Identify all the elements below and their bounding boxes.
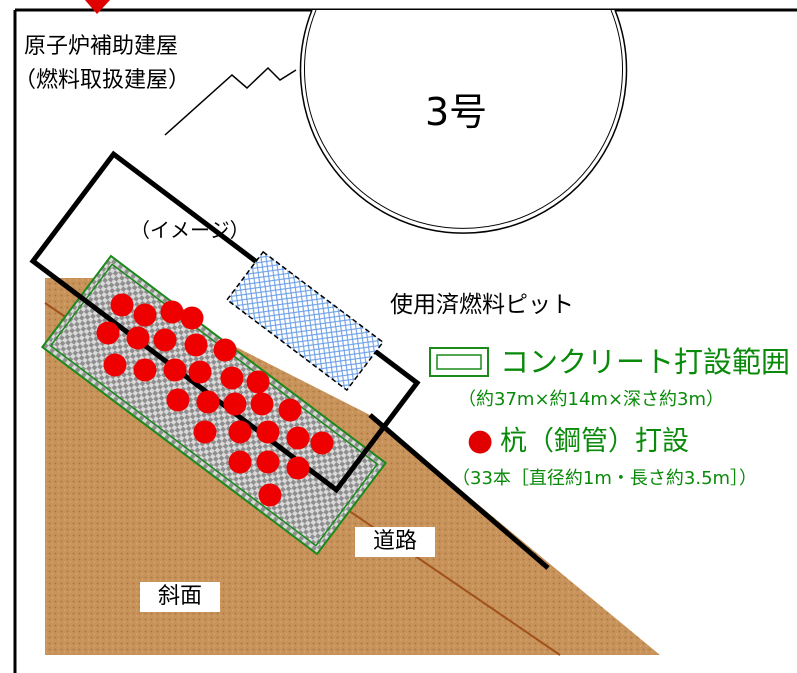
pile-marker bbox=[133, 358, 157, 382]
pile-marker bbox=[228, 450, 252, 474]
legend-pile-detail: （33本［直径約1m・長さ約3.5m］） bbox=[452, 468, 758, 489]
reactor-dome-inner bbox=[304, 9, 623, 229]
road-label: 道路 bbox=[355, 527, 436, 557]
pile-marker bbox=[96, 321, 120, 345]
pile-marker bbox=[258, 483, 282, 507]
pile-marker bbox=[256, 450, 280, 474]
arrow-tip bbox=[85, 0, 110, 14]
spent-fuel-pit-label: 使用済燃料ピット bbox=[390, 292, 574, 318]
pile-marker bbox=[193, 420, 217, 444]
pile-marker bbox=[196, 390, 220, 414]
pile-marker bbox=[133, 303, 157, 327]
pile-group bbox=[96, 293, 334, 507]
pile-marker bbox=[188, 360, 212, 384]
pile-marker bbox=[103, 353, 127, 377]
pile-marker bbox=[126, 326, 150, 350]
pile-marker bbox=[220, 366, 244, 390]
pile-marker bbox=[110, 293, 134, 317]
pile-marker bbox=[166, 388, 190, 412]
building-break-line bbox=[164, 66, 297, 136]
slope-label: 斜面 bbox=[140, 582, 221, 612]
pile-marker bbox=[153, 328, 177, 352]
pile-marker bbox=[160, 300, 184, 324]
pile-marker bbox=[213, 338, 237, 362]
legend-pile-label: 杭（鋼管）打設 bbox=[500, 426, 689, 457]
building-label-line2: （燃料取扱建屋） bbox=[14, 68, 191, 93]
spent-fuel-pit bbox=[225, 250, 385, 392]
pile-marker bbox=[286, 426, 310, 450]
pile-marker bbox=[250, 392, 274, 416]
image-note-label: （イメージ） bbox=[130, 218, 250, 242]
reactor-dome bbox=[299, 9, 628, 234]
pile-marker bbox=[184, 333, 208, 357]
pile-marker bbox=[286, 456, 310, 480]
pile-marker bbox=[228, 420, 252, 444]
pile-marker bbox=[310, 431, 334, 455]
unit-label: 3号 bbox=[425, 90, 488, 134]
pile-marker bbox=[256, 420, 280, 444]
legend-concrete-detail: （約37m×約14m×深さ約3m） bbox=[458, 389, 725, 410]
pile-marker bbox=[246, 370, 270, 394]
pile-marker bbox=[223, 392, 247, 416]
legend-pile-marker: ● bbox=[467, 423, 494, 458]
legend-concrete-label: コンクリート打設範囲 bbox=[500, 345, 791, 379]
building-label-line1: 原子炉補助建屋 bbox=[24, 34, 179, 59]
pile-marker bbox=[278, 398, 302, 422]
road-edge bbox=[368, 413, 550, 570]
legend-concrete-swatch bbox=[429, 347, 489, 377]
pile-marker bbox=[163, 358, 187, 382]
pile-marker bbox=[180, 306, 204, 330]
